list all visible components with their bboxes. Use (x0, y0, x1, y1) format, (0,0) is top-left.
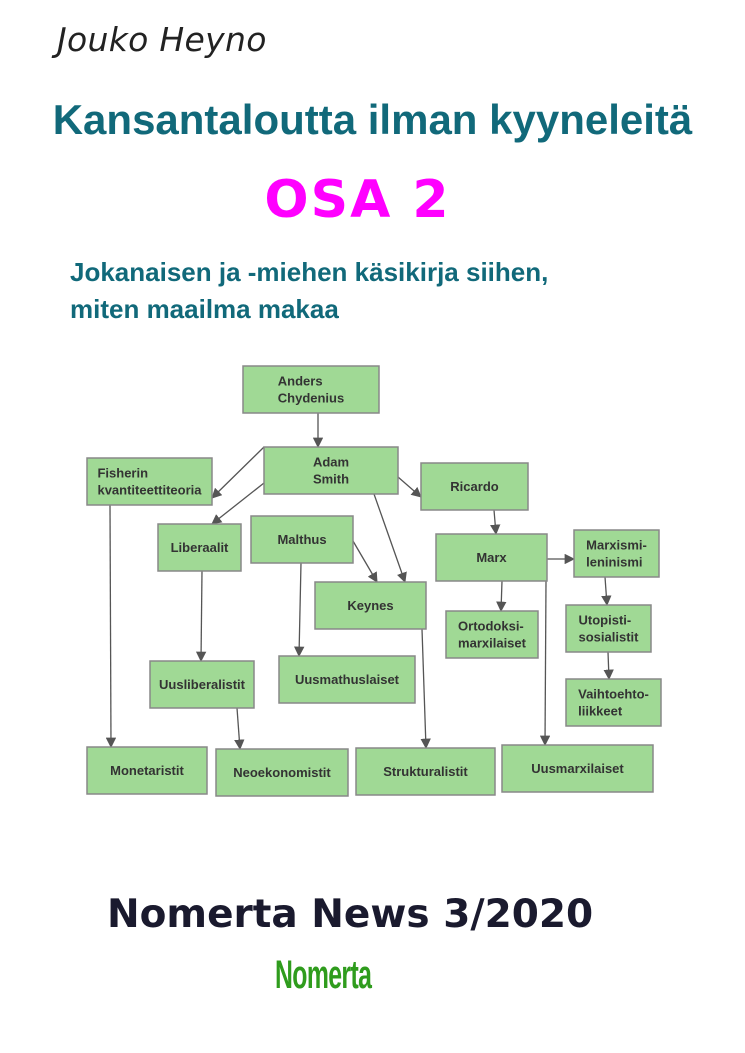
node-neoekonomistit: Neoekonomistit (215, 748, 349, 797)
edge-smith-to-keynes (373, 493, 407, 583)
node-marx: Marx (435, 533, 548, 582)
node-uusliberalistit: Uusliberalistit (149, 660, 255, 709)
node-box (314, 581, 427, 630)
node-label: Smith (313, 472, 349, 487)
node-marxlen: Marxismi-leninismi (573, 529, 660, 578)
node-label: Marxismi- (586, 538, 647, 553)
subtitle-line-1: Jokanaisen ja -miehen käsikirja siihen, (70, 257, 549, 287)
node-box (278, 655, 416, 704)
node-malthus: Malthus (250, 515, 354, 564)
node-label: Keynes (347, 598, 393, 613)
author-name: Jouko Heyno (57, 20, 267, 59)
node-vaihtoehto: Vaihtoehto-liikkeet (565, 678, 662, 727)
issue-label: Nomerta News 3/2020 (107, 892, 594, 937)
node-utopisti: Utopisti-sosialistit (565, 604, 652, 653)
node-monetaristit: Monetaristit (86, 746, 208, 795)
node-box (501, 744, 654, 793)
nomerta-logo: Nomerta (275, 953, 372, 997)
node-box (215, 748, 349, 797)
edge-marx-to-ortodoksi (496, 580, 507, 613)
node-label: Strukturalistit (383, 764, 468, 779)
node-box (420, 462, 529, 511)
edge-keynes-to-strukturalistit (420, 628, 431, 750)
subtitle-line-2: miten maailma makaa (70, 294, 339, 324)
node-uusmarx: Uusmarxilaiset (501, 744, 654, 793)
node-label: Uusmarxilaiset (531, 761, 624, 776)
node-label: kvantiteettiteoria (97, 483, 202, 498)
diagram-edges (105, 413, 614, 751)
edge-marxlen-to-utopisti (601, 576, 612, 607)
edge-malthus-to-uusmathus (294, 562, 305, 658)
node-box (149, 660, 255, 709)
part-label: OSA 2 (264, 170, 451, 230)
node-label: Anders (278, 374, 323, 389)
node-box (263, 446, 399, 495)
node-label: Uusmathuslaiset (295, 672, 400, 687)
node-label: leninismi (586, 555, 642, 570)
node-label: Uusliberalistit (159, 677, 246, 692)
node-keynes: Keynes (314, 581, 427, 630)
node-label: Malthus (277, 532, 326, 547)
subtitle: Jokanaisen ja -miehen käsikirja siihen, … (70, 254, 710, 328)
edge-fisher-to-monetaristit (105, 504, 117, 749)
node-box (86, 746, 208, 795)
edge-malthus-to-keynes (352, 540, 378, 583)
node-box (445, 610, 539, 659)
node-label: liikkeet (578, 704, 623, 719)
edge-ricardo-to-marx (490, 509, 501, 536)
node-label: Ricardo (450, 479, 498, 494)
node-label: Ortodoksi- (458, 619, 524, 634)
node-label: Chydenius (278, 391, 344, 406)
node-box (86, 457, 213, 506)
node-uusmathus: Uusmathuslaiset (278, 655, 416, 704)
node-label: Adam (313, 455, 349, 470)
node-box (157, 523, 242, 572)
node-label: Utopisti- (579, 613, 632, 628)
node-label: Monetaristit (110, 763, 184, 778)
node-box (242, 365, 380, 414)
edge-uusliberalistit-to-neoekonomistit (234, 707, 245, 751)
node-box (573, 529, 660, 578)
node-label: sosialistit (579, 630, 640, 645)
node-box (355, 747, 496, 796)
node-label: Neoekonomistit (233, 765, 331, 780)
node-box (565, 604, 652, 653)
node-label: Vaihtoehto- (578, 687, 649, 702)
node-ricardo: Ricardo (420, 462, 529, 511)
node-label: marxilaiset (458, 636, 527, 651)
node-box (435, 533, 548, 582)
edge-liberaalit-to-uusliberalistit (195, 570, 207, 663)
edge-smith-to-liberaalit (211, 482, 265, 525)
edge-marx-to-uusmarx (539, 580, 551, 747)
edge-utopisti-to-vaihtoehto (603, 651, 614, 681)
node-label: Liberaalit (171, 540, 229, 555)
node-box (565, 678, 662, 727)
edge-smith-to-fisher (211, 446, 265, 499)
node-label: Fisherin (97, 466, 148, 481)
node-fisher: Fisherin kvantiteettiteoria (86, 457, 213, 506)
node-liberaalit: Liberaalit (157, 523, 242, 572)
book-title: Kansantaloutta ilman kyyneleitä (52, 96, 693, 143)
edge-smith-to-ricardo (397, 476, 422, 498)
node-label: Marx (476, 550, 507, 565)
node-box (250, 515, 354, 564)
node-strukturalistit: Strukturalistit (355, 747, 496, 796)
node-ortodoksi: Ortodoksi-marxilaiset (445, 610, 539, 659)
